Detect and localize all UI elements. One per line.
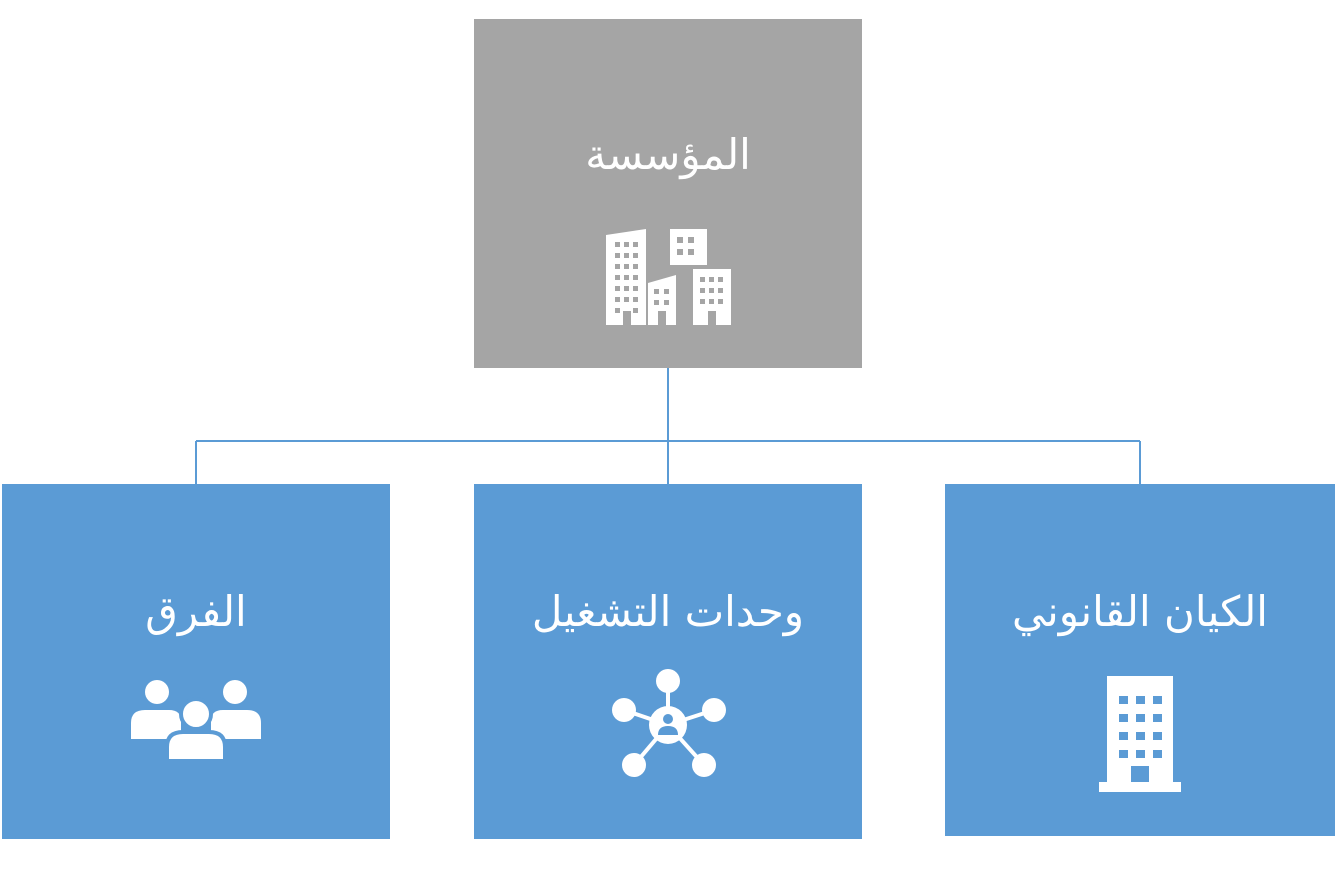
node-organization[interactable]: المؤسسة — [474, 19, 862, 368]
node-operating-units-label: وحدات التشغيل — [531, 587, 805, 636]
people-group-icon — [129, 679, 263, 763]
node-operating-units[interactable]: وحدات التشغيل — [474, 484, 862, 839]
node-teams[interactable]: الفرق — [2, 484, 390, 839]
node-organization-label: المؤسسة — [585, 130, 751, 179]
office-buildings-icon — [604, 227, 732, 325]
node-legal-entity[interactable]: الكيان القانوني — [945, 484, 1335, 836]
node-teams-label: الفرق — [145, 587, 247, 636]
office-building-icon — [1099, 674, 1181, 792]
network-hub-icon — [604, 667, 732, 781]
node-legal-entity-label: الكيان القانوني — [1012, 587, 1268, 636]
